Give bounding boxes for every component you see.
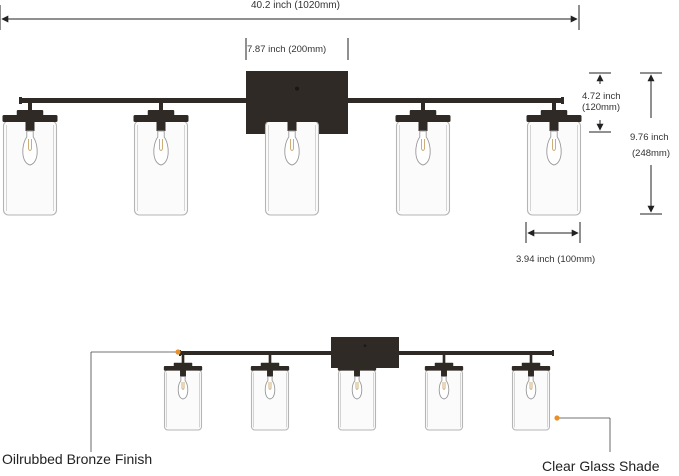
socket xyxy=(418,121,428,131)
socket xyxy=(156,121,166,131)
stem xyxy=(181,355,185,368)
overall-width-label: 40.2 inch (1020mm) xyxy=(251,0,340,11)
cap-top xyxy=(260,362,280,367)
finish-callout-dot xyxy=(175,349,181,355)
cap-top xyxy=(147,110,175,116)
shade-cap xyxy=(264,115,320,122)
socket xyxy=(528,369,534,377)
light-unit xyxy=(337,355,377,431)
stem xyxy=(268,355,272,368)
finish-callout-leader xyxy=(90,351,178,452)
socket xyxy=(354,369,360,377)
backplate-height-mm-label: (120mm) xyxy=(582,102,621,113)
cap-top xyxy=(409,110,437,116)
bar-end-cap-right xyxy=(552,350,554,356)
bulb-filament xyxy=(552,139,556,151)
total-height-inch-label: 9.76 inch xyxy=(630,132,669,143)
backplate-width-label: 7.87 inch (200mm) xyxy=(247,44,327,55)
shade-callout-leader xyxy=(557,417,611,452)
shade-width-label: 3.94 inch (100mm) xyxy=(516,254,596,265)
light-unit xyxy=(163,355,203,431)
socket xyxy=(180,369,186,377)
light-unit xyxy=(511,355,551,431)
edison-bulb xyxy=(351,376,363,400)
bulb-filament xyxy=(290,139,294,151)
socket xyxy=(549,121,559,131)
bulb-filament xyxy=(442,381,446,390)
bulb-filament xyxy=(529,381,533,390)
stem xyxy=(529,355,533,368)
backplate-height-inch-label: 4.72 inch xyxy=(582,91,621,102)
cap-top xyxy=(173,362,193,367)
light-unit xyxy=(526,103,582,216)
shade-cap xyxy=(511,366,551,371)
edison-bulb xyxy=(284,130,300,166)
shade-cap xyxy=(163,366,203,371)
bulb-filament xyxy=(159,139,163,151)
bar-end-cap-right xyxy=(561,97,564,104)
light-unit xyxy=(424,355,464,431)
backplate-width-dimension xyxy=(245,38,349,60)
arm-bar xyxy=(180,351,553,355)
bar-end-cap-left xyxy=(19,97,22,104)
edison-bulb xyxy=(153,130,169,166)
edison-bulb xyxy=(438,376,450,400)
shade-cap xyxy=(250,366,290,371)
light-unit xyxy=(395,103,451,216)
bulb-filament xyxy=(28,139,32,151)
edison-bulb xyxy=(264,376,276,400)
stem xyxy=(442,355,446,368)
arm-bar xyxy=(20,98,563,103)
cap-top xyxy=(16,110,44,116)
cap-top xyxy=(278,110,306,116)
edison-bulb xyxy=(22,130,38,166)
backplate-screw xyxy=(295,86,299,91)
cap-top xyxy=(540,110,568,116)
cap-top xyxy=(347,362,367,367)
shade-callout-label: Clear Glass Shade xyxy=(542,458,660,474)
light-unit xyxy=(2,103,58,216)
bulb-filament xyxy=(268,381,272,390)
total-height-mm-label: (248mm) xyxy=(632,148,671,159)
overall-width-dimension xyxy=(0,5,580,30)
shade-cap xyxy=(526,115,582,122)
edison-bulb xyxy=(546,130,562,166)
total-height-dimension xyxy=(640,72,662,215)
shade-cap xyxy=(133,115,189,122)
stem xyxy=(355,355,359,368)
shade-cap xyxy=(395,115,451,122)
bulb-filament xyxy=(421,139,425,151)
socket xyxy=(25,121,35,131)
vanity-light-front-view xyxy=(2,71,582,216)
bulb-filament xyxy=(355,381,359,390)
socket xyxy=(441,369,447,377)
finish-callout-label: Oilrubbed Bronze Finish xyxy=(2,451,153,467)
shade-cap xyxy=(424,366,464,371)
shade-cap xyxy=(337,366,377,371)
edison-bulb xyxy=(525,376,537,400)
edison-bulb xyxy=(415,130,431,166)
bulb-filament xyxy=(181,381,185,390)
socket xyxy=(267,369,273,377)
shade-width-dimension xyxy=(525,222,581,243)
light-unit xyxy=(133,103,189,216)
shade-cap xyxy=(2,115,58,122)
cap-top xyxy=(434,362,454,367)
light-unit xyxy=(250,355,290,431)
edison-bulb xyxy=(177,376,189,400)
shade-callout-dot xyxy=(554,415,560,421)
vanity-light-small-view xyxy=(163,337,554,431)
socket xyxy=(287,121,297,131)
light-unit xyxy=(264,103,320,216)
backplate-height-dimension xyxy=(589,72,611,133)
cap-top xyxy=(521,362,541,367)
backplate-screw xyxy=(363,344,367,347)
